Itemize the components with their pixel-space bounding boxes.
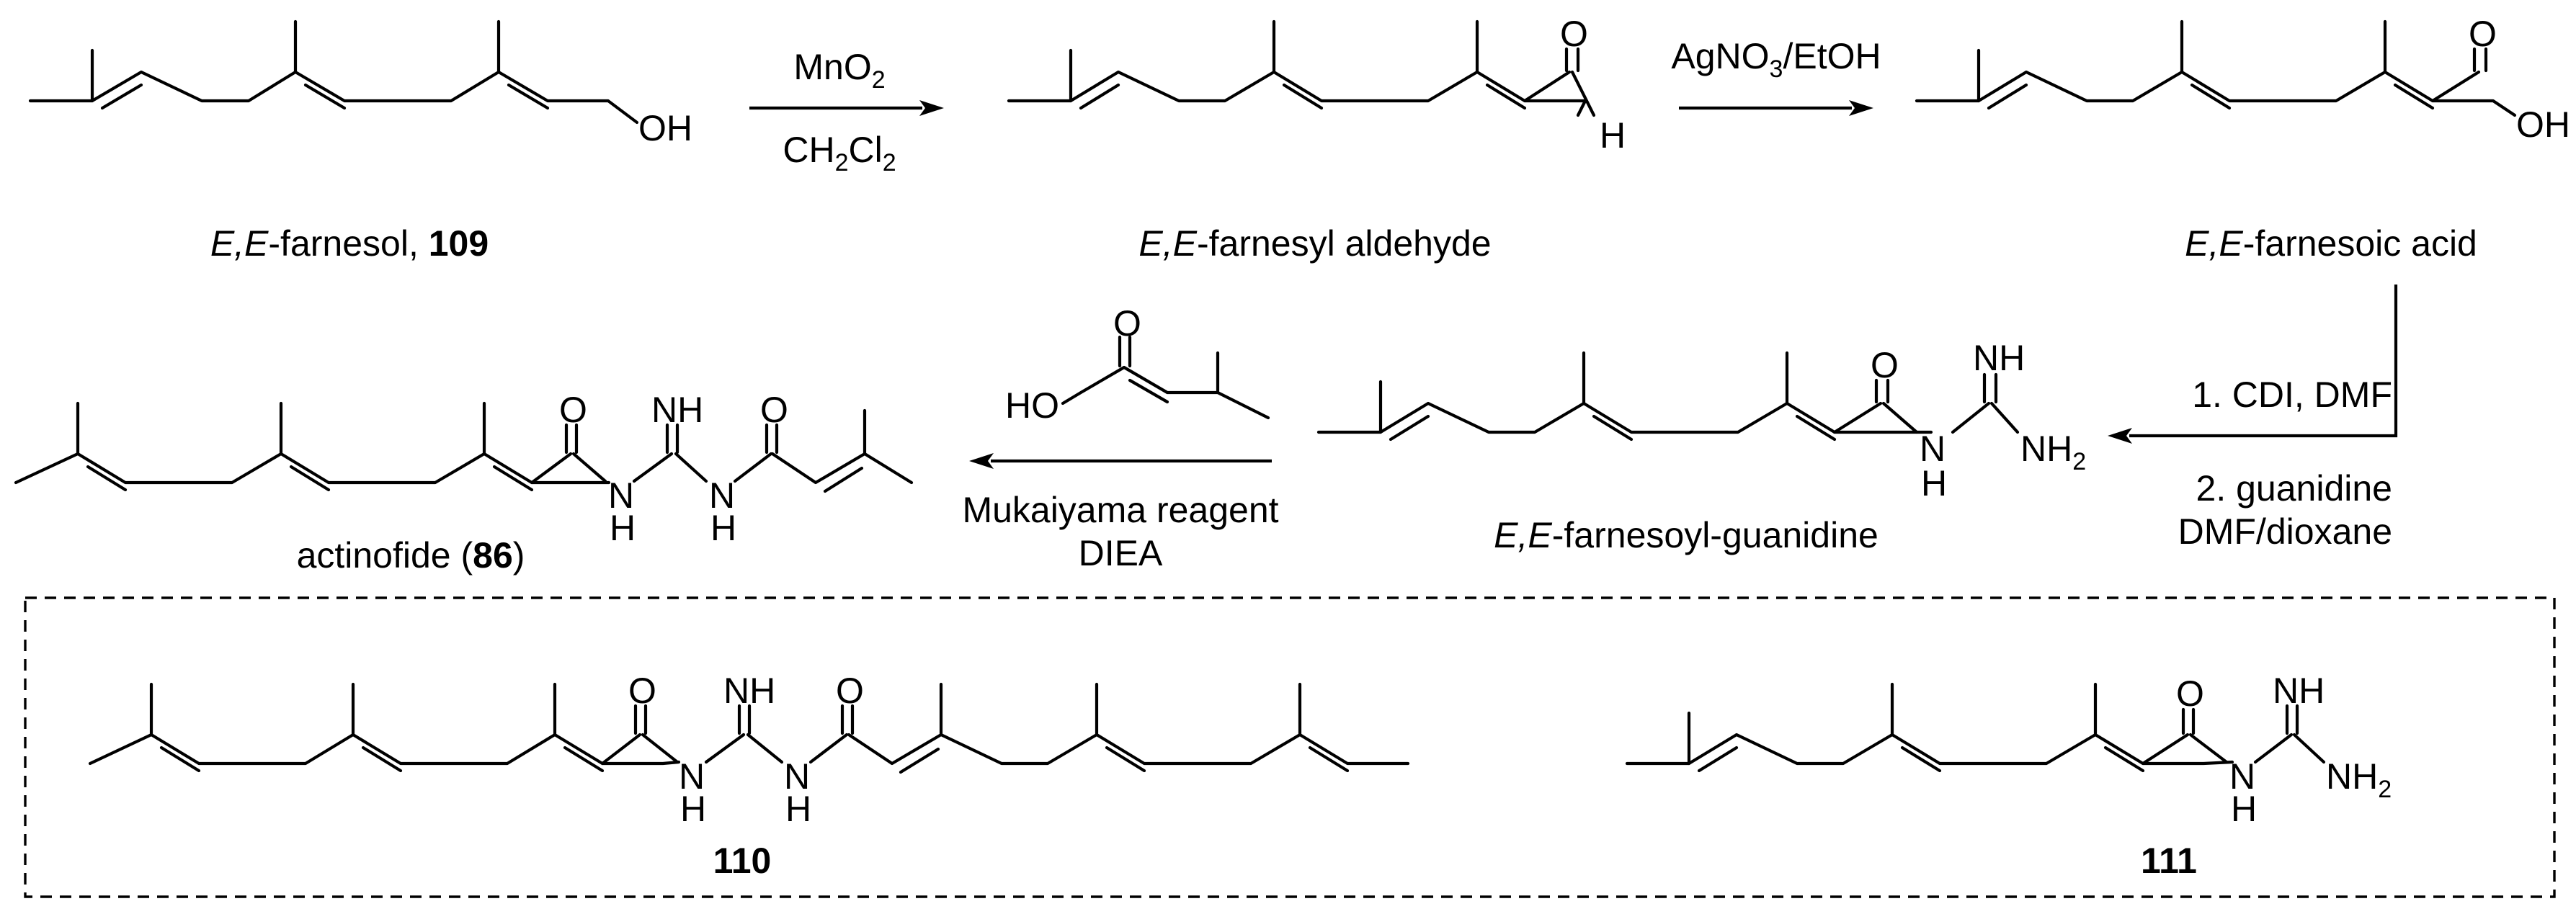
actinofide-nitrogen-1: N <box>608 475 634 516</box>
aldehyde-oxygen: O <box>1560 14 1588 54</box>
c111-amide-hydrogen: H <box>2231 789 2257 829</box>
arrow-2-head-icon <box>1849 100 1873 116</box>
c111-amide-nitrogen: N <box>2229 756 2255 797</box>
senecioic-hydroxyl: HO <box>1005 385 1059 426</box>
reagent-mukaiyama: Mukaiyama reagent <box>962 490 1278 530</box>
farnesol-label: E,E-farnesol, 109 <box>210 223 489 264</box>
actinofide-carbonyl-oxygen-2: O <box>760 390 788 430</box>
reaction-arrow-2: AgNO3/EtOH <box>1671 36 1881 116</box>
compound-111-bonds <box>1625 682 2326 773</box>
actinofide-label: actinofide (86) <box>297 535 525 576</box>
compound-110-structure: O N H NH N H O 110 <box>88 671 1410 881</box>
guanidine-amide-hydrogen: H <box>1921 463 1947 503</box>
guanidine-nh2-main: NH <box>2020 429 2072 469</box>
compound-111-structure: O N H NH NH2 111 <box>1625 671 2392 881</box>
dashed-box <box>24 596 2556 898</box>
farnesol-label-stereo: E,E <box>210 223 269 264</box>
c110-nitrogen-1: N <box>679 756 705 797</box>
reaction-arrow-4: O HO Mukaiyama reagent DIEA <box>962 303 1278 573</box>
guanidine-carbonyl-oxygen: O <box>1871 345 1899 385</box>
c110-hydrogen-1: H <box>680 789 706 829</box>
reagent-step3-line3: DMF/dioxane <box>2178 511 2392 552</box>
guanidine-bonds <box>1316 351 2020 442</box>
aldehyde-label-stereo: E,E <box>1138 223 1197 264</box>
actinofide-imine-nh: NH <box>651 390 703 430</box>
reagent-step3-line1: 1. CDI, DMF <box>2192 375 2392 415</box>
actinofide-structure: O N H NH N H O actinofide (86) <box>14 390 914 576</box>
actinofide-label-name: actinofide ( <box>297 535 473 576</box>
guanidine-imine-nh: NH <box>1973 338 2025 378</box>
reagent-ch2cl2-ch: CH <box>783 130 834 170</box>
reagent-diea: DIEA <box>1079 533 1163 573</box>
actinofide-carbonyl-oxygen-1: O <box>559 390 587 430</box>
actinofide-label-close: ) <box>513 535 525 576</box>
guanidine-label-name: -farnesoyl-guanidine <box>1552 515 1878 555</box>
farnesol-bonds <box>28 19 639 125</box>
aldehyde-hydrogen: H <box>1600 115 1626 156</box>
guanidine-structure: O N H NH NH2 E,E-farnesoyl-guanidine <box>1316 338 2086 555</box>
acid-hydroxyl: OH <box>2516 104 2570 145</box>
arrow-4-head-icon <box>969 453 994 469</box>
aldehyde-label: E,E-farnesyl aldehyde <box>1138 223 1491 264</box>
c110-nitrogen-2: N <box>784 756 810 797</box>
acid-structure: O OH E,E-farnesoic acid <box>1915 14 2570 264</box>
reagent-agno3-main: AgNO <box>1671 36 1769 76</box>
reagent-mno2: MnO2 <box>793 47 885 94</box>
acid-bonds <box>1915 19 2517 117</box>
guanidine-label-stereo: E,E <box>1494 515 1552 555</box>
reaction-arrow-3: 1. CDI, DMF 2. guanidine DMF/dioxane <box>2108 285 2398 552</box>
acid-label-stereo: E,E <box>2185 223 2243 264</box>
guanidine-amide-nitrogen: N <box>1920 429 1946 469</box>
acid-label-name: -farnesoic acid <box>2243 223 2477 264</box>
compound-110-bonds <box>88 682 1410 774</box>
reagent-ch2cl2: CH2Cl2 <box>783 130 896 176</box>
guanidine-amino-group: NH2 <box>2020 429 2086 475</box>
reagent-agno3-sub: 3 <box>1770 55 1783 83</box>
guanidine-nh2-sub: 2 <box>2072 448 2086 475</box>
c110-label: 110 <box>713 841 772 881</box>
farnesol-label-name: -farnesol, <box>268 223 428 264</box>
reagent-step3-line2: 2. guanidine <box>2196 468 2392 509</box>
actinofide-label-number: 86 <box>473 535 513 576</box>
farnesol-label-number: 109 <box>429 223 489 264</box>
reagent-ch2cl2-sub2: 2 <box>883 149 896 176</box>
senecioic-acid-structure: O HO <box>1005 303 1270 426</box>
c110-hydrogen-2: H <box>785 789 811 829</box>
guanidine-label: E,E-farnesoyl-guanidine <box>1494 515 1878 555</box>
reagent-mno2-sub: 2 <box>872 66 886 94</box>
arrow-1-head-icon <box>919 100 944 116</box>
aldehyde-bonds <box>1007 19 1596 117</box>
c110-carbonyl-oxygen-2: O <box>836 671 864 711</box>
c111-label: 111 <box>2141 841 2197 881</box>
c111-amino-group: NH2 <box>2326 756 2392 803</box>
actinofide-bonds <box>14 401 914 493</box>
c110-imine-nh: NH <box>723 671 775 711</box>
arrow-3-head-icon <box>2108 428 2132 444</box>
c111-nh2-sub: 2 <box>2378 776 2392 803</box>
aldehyde-label-name: -farnesyl aldehyde <box>1197 223 1492 264</box>
farnesol-structure: OH E,E-farnesol, 109 <box>28 19 692 264</box>
acid-label: E,E-farnesoic acid <box>2185 223 2477 264</box>
actinofide-nitrogen-2: N <box>709 475 735 516</box>
acid-carbonyl-oxygen: O <box>2469 14 2497 54</box>
c110-carbonyl-oxygen-1: O <box>628 671 656 711</box>
reagent-mno2-main: MnO <box>793 47 871 87</box>
reagent-agno3: AgNO3/EtOH <box>1671 36 1881 83</box>
farnesol-hydroxyl: OH <box>638 108 692 148</box>
c111-imine-nh: NH <box>2273 671 2325 711</box>
actinofide-hydrogen-1: H <box>610 508 636 548</box>
reaction-arrow-1: MnO2 CH2Cl2 <box>749 47 944 176</box>
actinofide-hydrogen-2: H <box>710 508 736 548</box>
c111-nh2-main: NH <box>2326 756 2378 797</box>
reagent-ch2cl2-cl: Cl <box>849 130 883 170</box>
reagent-agno3-solvent: /EtOH <box>1783 36 1881 76</box>
aldehyde-structure: O H E,E-farnesyl aldehyde <box>1007 14 1626 264</box>
c111-carbonyl-oxygen: O <box>2176 673 2204 714</box>
senecioic-carbonyl-oxygen: O <box>1113 303 1141 344</box>
reagent-ch2cl2-sub1: 2 <box>835 149 849 176</box>
